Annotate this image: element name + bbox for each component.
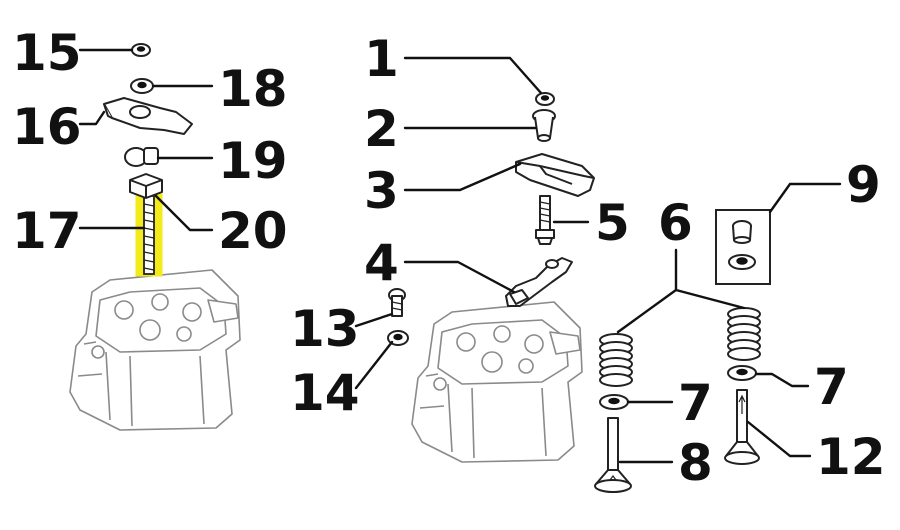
nut-15 (131, 43, 151, 57)
leader-4 (403, 260, 516, 294)
guide-19 (124, 147, 159, 167)
nut-1 (535, 92, 555, 106)
leader-20 (154, 194, 214, 232)
callout-13: 13 (290, 300, 360, 358)
bushing-2 (532, 109, 556, 142)
retainer-7-left (599, 394, 629, 410)
callout-4: 4 (364, 234, 399, 292)
seal-kit-9 (715, 209, 771, 285)
valve-spring-right (727, 307, 761, 361)
callout-7a: 7 (678, 374, 713, 432)
rocker-arm-16 (103, 97, 193, 135)
rocker-3 (515, 153, 595, 197)
washer-18 (130, 78, 154, 94)
valve-spring-left (599, 333, 633, 387)
callout-16: 16 (12, 98, 82, 156)
guide-plate-4 (505, 257, 573, 307)
callout-12: 12 (816, 428, 886, 486)
stud-5 (535, 195, 555, 245)
callout-9: 9 (846, 156, 881, 214)
stud-17 (135, 193, 163, 277)
callout-2: 2 (364, 100, 399, 158)
valve-12 (724, 389, 760, 465)
cylinder-head-left (69, 269, 241, 431)
cylinder-head-center (411, 301, 583, 463)
callout-19: 19 (218, 132, 288, 190)
callout-18: 18 (218, 60, 288, 118)
leader-7b (754, 372, 810, 388)
callout-15: 15 (12, 24, 82, 82)
leader-9 (768, 182, 842, 214)
callout-5: 5 (595, 194, 630, 252)
callout-1: 1 (364, 30, 399, 88)
callout-20: 20 (218, 202, 288, 260)
bolt-13 (388, 288, 406, 317)
leader-1 (403, 56, 543, 95)
callout-6: 6 (658, 194, 693, 252)
callout-17: 17 (12, 202, 82, 260)
callout-3: 3 (364, 162, 399, 220)
leader-14 (354, 340, 394, 390)
valve-8 (594, 417, 632, 493)
callout-7b: 7 (814, 358, 849, 416)
leader-3 (403, 162, 522, 192)
leader-16 (78, 110, 106, 126)
callout-14: 14 (290, 364, 360, 422)
leader-13 (354, 312, 394, 328)
callouts: 1 2 3 4 5 6 7 7 8 9 12 13 14 15 16 17 18… (12, 24, 886, 492)
leader-6 (616, 248, 746, 334)
leader-lines (78, 48, 842, 464)
leader-12 (746, 420, 812, 458)
block-20 (129, 173, 163, 199)
retainer-7-right (727, 365, 757, 381)
callout-8: 8 (678, 434, 713, 492)
